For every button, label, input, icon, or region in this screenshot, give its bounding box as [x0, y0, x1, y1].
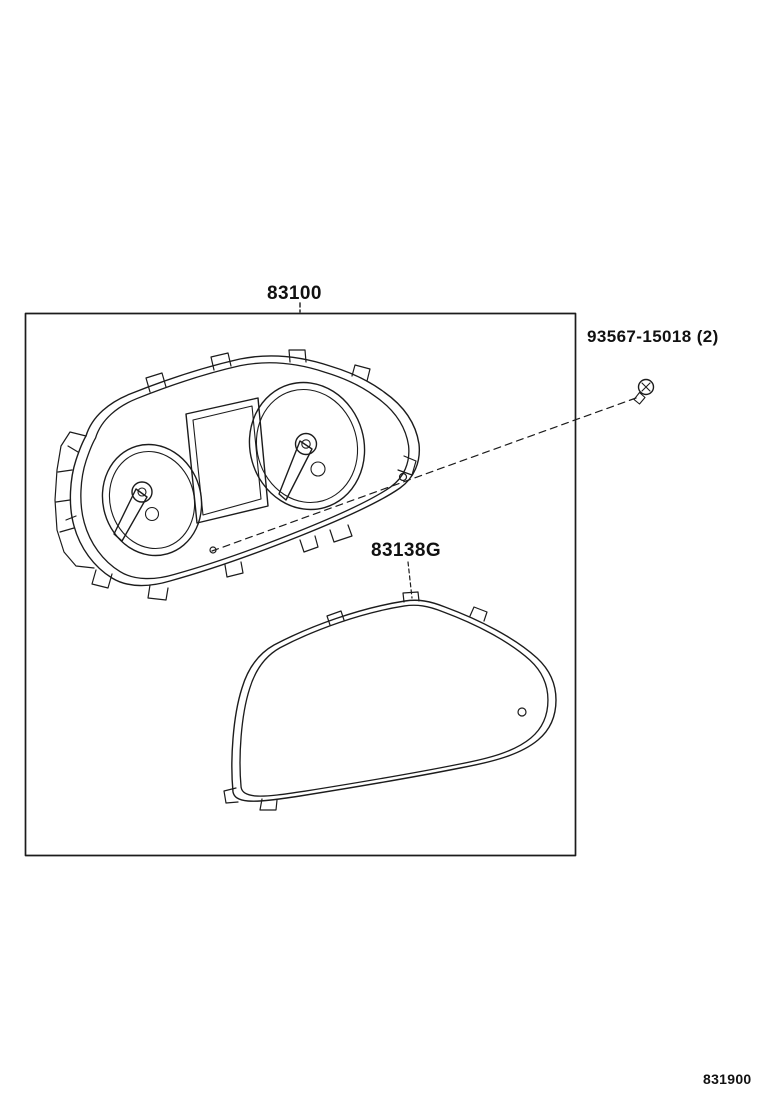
cluster-bottom-tabs	[147, 524, 353, 601]
left-gauge-inner-ring	[108, 450, 196, 550]
cluster-bezel-outline	[69, 355, 421, 587]
left-gauge-needle	[113, 488, 148, 542]
screw-icon	[633, 378, 655, 405]
left-gauge-hub	[131, 481, 153, 503]
right-gauge-needle	[278, 440, 313, 501]
instrument-cluster-drawing	[54, 349, 421, 601]
left-gauge-knob	[144, 506, 160, 522]
left-gauge-outer-ring	[101, 443, 203, 557]
lens-inner-line	[239, 604, 549, 797]
callout-lens-part-number: 83138G	[371, 540, 442, 561]
lens-tabs	[223, 591, 488, 811]
lens-drawing	[223, 591, 557, 811]
right-gauge-hub	[294, 432, 318, 456]
right-gauge	[248, 381, 366, 511]
cluster-bezel-inner-line	[80, 362, 410, 580]
right-gauge-knob	[310, 461, 326, 477]
lens-hole	[517, 707, 527, 717]
cluster-top-tabs	[145, 349, 371, 393]
lcd-panel	[185, 397, 269, 524]
right-gauge-inner-ring	[255, 388, 359, 504]
part-box-border	[24, 312, 577, 857]
leader-line-screw	[211, 397, 637, 552]
cluster-rear-housing	[54, 431, 113, 589]
right-gauge-outer-ring	[248, 381, 366, 511]
callout-cluster-part-number: 83100	[267, 283, 322, 304]
screw-hole-left	[209, 546, 217, 554]
lens-outline	[231, 599, 557, 802]
cluster-right-bracket	[209, 455, 417, 554]
callout-screw-part-number: 93567-15018 (2)	[587, 327, 719, 346]
diagram-number: 831900	[703, 1071, 752, 1087]
left-gauge	[101, 443, 203, 557]
screw-hole-right	[398, 472, 408, 482]
